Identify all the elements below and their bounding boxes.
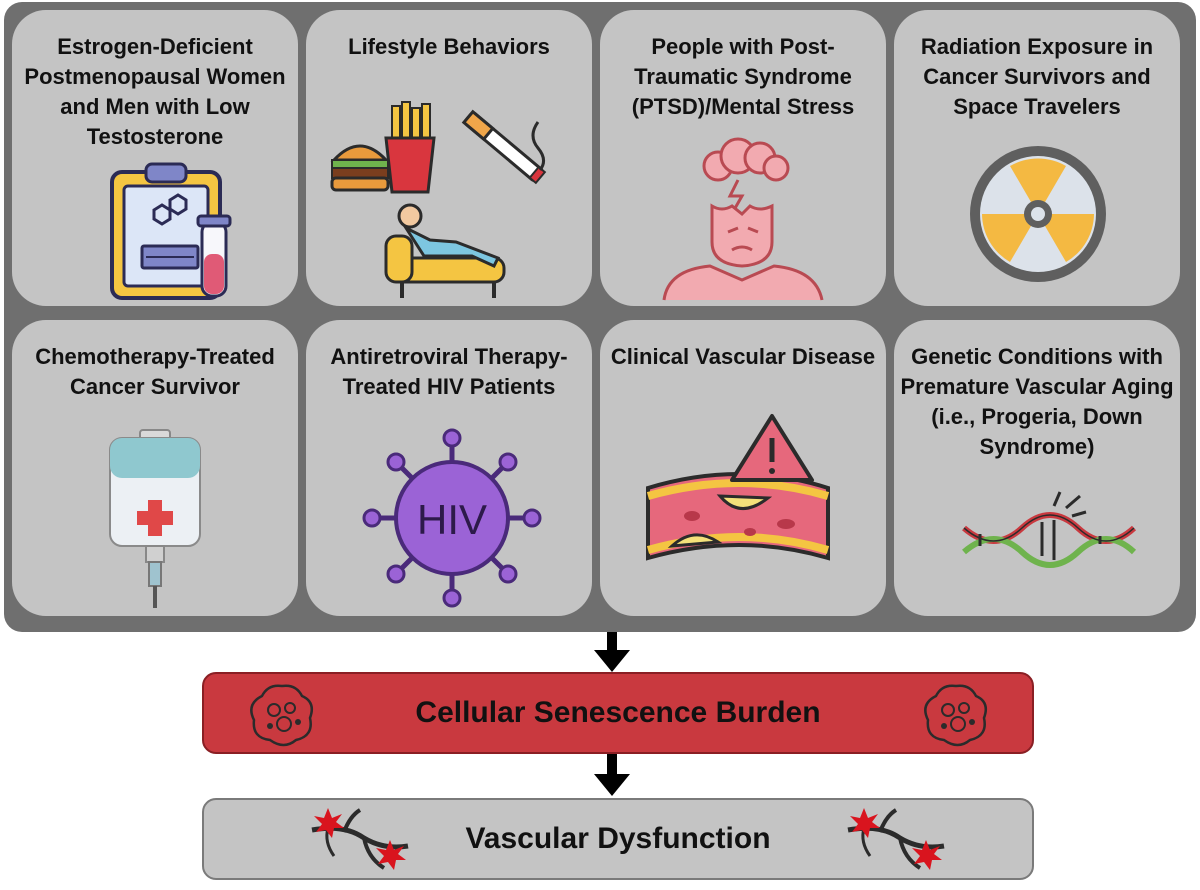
down-arrow-icon bbox=[594, 632, 630, 672]
vascular-label: Vascular Dysfunction bbox=[465, 822, 771, 855]
damaged-vessel-icon bbox=[847, 808, 945, 870]
broken-dna-icon bbox=[962, 491, 1137, 568]
damaged-vessel-icon bbox=[311, 808, 409, 870]
card-estrogen-deficient: Estrogen-Deficient Postmenopausal Women … bbox=[12, 10, 298, 306]
card-vascular-disease: Clinical Vascular Disease bbox=[600, 320, 886, 616]
card-title: Antiretroviral Therapy-Treated HIV Patie… bbox=[330, 344, 568, 399]
clipboard-test-tube-icon bbox=[110, 162, 232, 300]
blocked-artery-warning-icon bbox=[646, 414, 830, 561]
card-title: Chemotherapy-Treated Cancer Survivor bbox=[35, 344, 275, 399]
card-ptsd: People with Post-Traumatic Syndrome (PTS… bbox=[600, 10, 886, 306]
card-radiation: Radiation Exposure in Cancer Survivors a… bbox=[894, 10, 1180, 306]
senescent-cell-icon bbox=[924, 684, 987, 747]
card-title: Lifestyle Behaviors bbox=[348, 34, 550, 59]
senescence-label: Cellular Senescence Burden bbox=[415, 696, 821, 729]
down-arrow-icon bbox=[594, 754, 630, 796]
card-title: Clinical Vascular Disease bbox=[610, 344, 876, 369]
senescence-burden-box: Cellular Senescence Burden bbox=[202, 672, 1034, 754]
hiv-virus-icon: HIV bbox=[362, 428, 542, 608]
card-chemotherapy: Chemotherapy-Treated Cancer Survivor bbox=[12, 320, 298, 616]
vascular-dysfunction-box: Vascular Dysfunction bbox=[202, 798, 1034, 880]
card-title: Genetic Conditions with Premature Vascul… bbox=[900, 344, 1174, 459]
iv-bag-icon bbox=[109, 429, 201, 608]
hiv-label: HIV bbox=[417, 496, 487, 543]
card-title: Estrogen-Deficient Postmenopausal Women … bbox=[24, 34, 286, 149]
junk-food-smoking-sedentary-icon bbox=[330, 101, 547, 298]
card-genetic-conditions: Genetic Conditions with Premature Vascul… bbox=[894, 320, 1180, 616]
card-title: People with Post-Traumatic Syndrome (PTS… bbox=[631, 34, 855, 119]
senescent-cell-icon bbox=[250, 684, 313, 747]
card-lifestyle: Lifestyle Behaviors bbox=[306, 10, 592, 306]
card-title: Radiation Exposure in Cancer Survivors a… bbox=[920, 34, 1154, 119]
card-hiv: HIV Antiretroviral Therapy-Treated HIV P… bbox=[306, 320, 592, 616]
stressed-person-icon bbox=[662, 137, 824, 301]
radiation-icon bbox=[970, 146, 1106, 282]
